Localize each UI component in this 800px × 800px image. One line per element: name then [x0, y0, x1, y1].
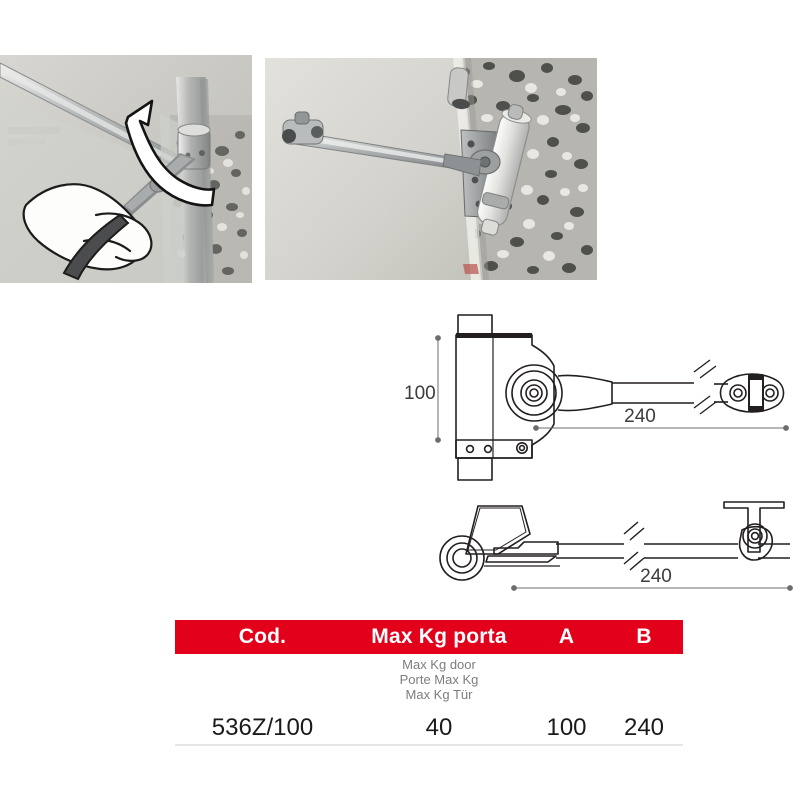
- spec-table-header-row: Cod. Max Kg porta A B: [175, 620, 683, 654]
- drawing-plan-view: 240: [438, 490, 800, 600]
- plan-view-length-dimension: 240: [640, 566, 672, 587]
- spec-table-header-b: B: [636, 625, 652, 648]
- drawing-front-view-svg: 100 240: [404, 314, 789, 481]
- front-view-length-dimension: 240: [624, 406, 656, 427]
- spec-table-subtitle-a: [528, 657, 605, 702]
- photo-installed-closer: [265, 58, 597, 280]
- table-row: 536Z/100 40 100 240: [175, 702, 683, 746]
- spec-table-cell-a: 100: [546, 714, 587, 741]
- spec-table-subtitle-max-kg: Max Kg door Porte Max Kg Max Kg Tür: [350, 657, 528, 702]
- front-view-height-dimension: 100: [404, 383, 436, 404]
- photo-installation-adjust: [0, 55, 252, 283]
- spec-table-subtitle-b: [605, 657, 683, 702]
- photo-installation-adjust-image: [0, 55, 252, 283]
- spec-table-cell-max-kg: 40: [425, 714, 453, 741]
- spec-table-subtitle-en: Max Kg door: [402, 657, 476, 672]
- spec-table-subtitle-de: Max Kg Tür: [405, 687, 473, 702]
- spec-table-header-max-kg: Max Kg porta: [371, 625, 507, 648]
- drawing-front-view: 100 240: [398, 300, 798, 500]
- spec-table-header-cod: Cod.: [238, 625, 287, 648]
- spec-table-cell-cod: 536Z/100: [211, 714, 314, 741]
- spec-table-subtitle-fr: Porte Max Kg: [399, 672, 479, 687]
- drawing-plan-view-svg: 240: [439, 501, 793, 591]
- spec-table-subtitle-cod: [175, 657, 350, 702]
- spec-table-cell-b: 240: [623, 714, 665, 741]
- spec-table-subtitle-row: Max Kg door Porte Max Kg Max Kg Tür: [175, 654, 683, 702]
- photo-installed-closer-image: [265, 58, 597, 280]
- spec-table-header-a: A: [558, 625, 575, 648]
- spec-table: Cod. Max Kg porta A B Max Kg door Porte …: [175, 620, 683, 746]
